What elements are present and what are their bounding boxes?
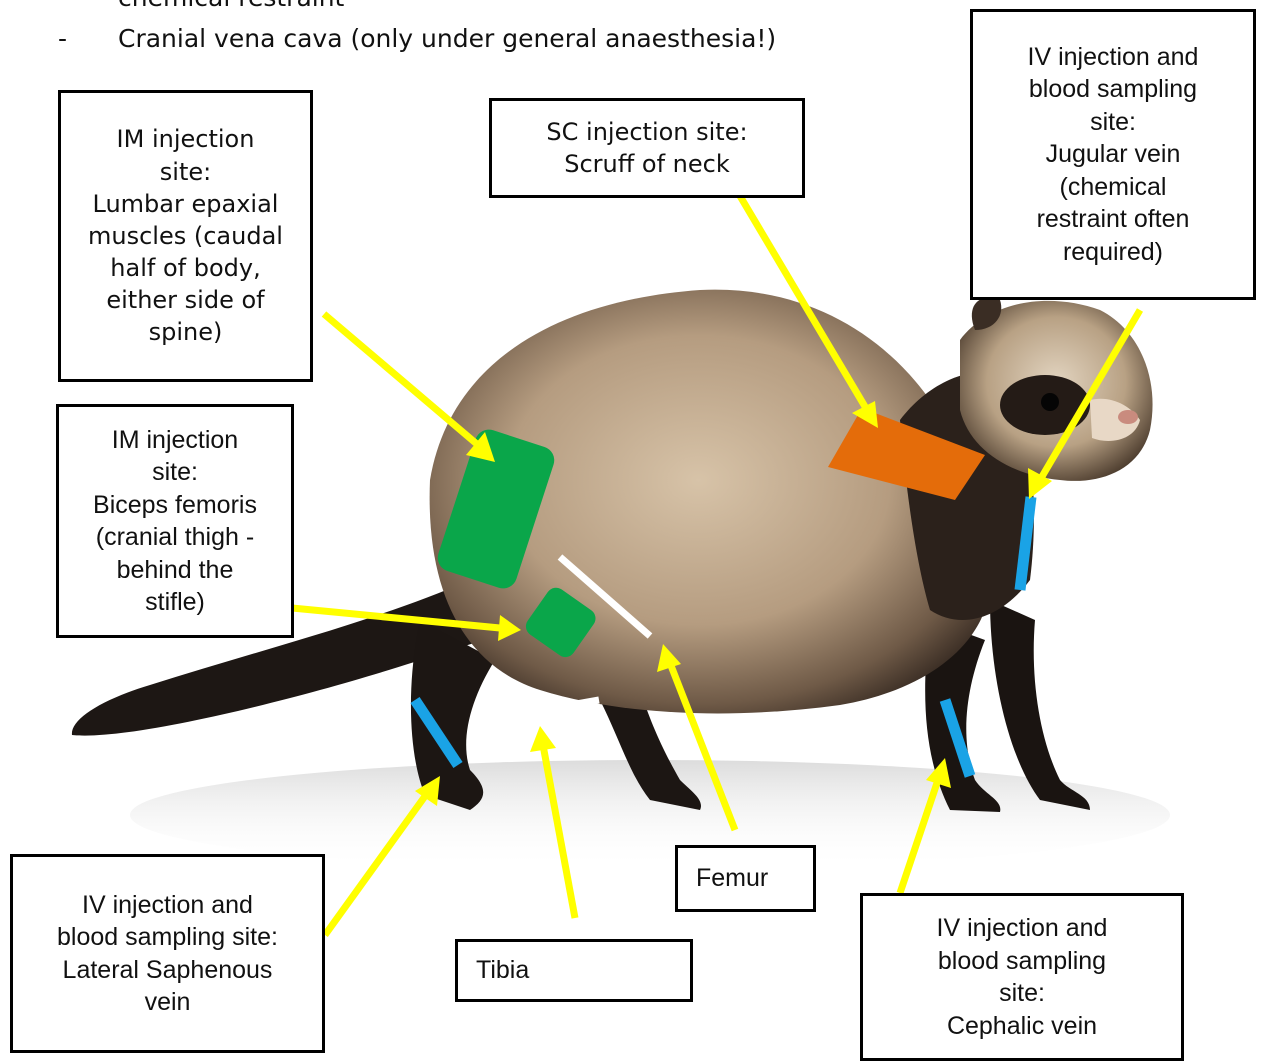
ferret-nose [1118, 410, 1138, 424]
label-im-biceps: IM injection site: Biceps femoris (crani… [56, 404, 294, 638]
label-sc-scruff: SC injection site: Scruff of neck [489, 98, 805, 198]
tibia-marker [497, 700, 599, 718]
label-iv-jugular: IV injection and blood sampling site: Ju… [970, 9, 1256, 300]
arrow-im-lumbar [324, 314, 495, 462]
label-im-lumbar: IM injection site: Lumbar epaxial muscle… [58, 90, 313, 382]
label-tibia: Tibia [455, 939, 693, 1002]
label-iv-cephalic: IV injection and blood sampling site: Ce… [860, 893, 1184, 1061]
label-iv-saphenous: IV injection and blood sampling site: La… [10, 854, 325, 1053]
label-femur: Femur [675, 845, 816, 912]
ferret-eye [1041, 393, 1059, 411]
